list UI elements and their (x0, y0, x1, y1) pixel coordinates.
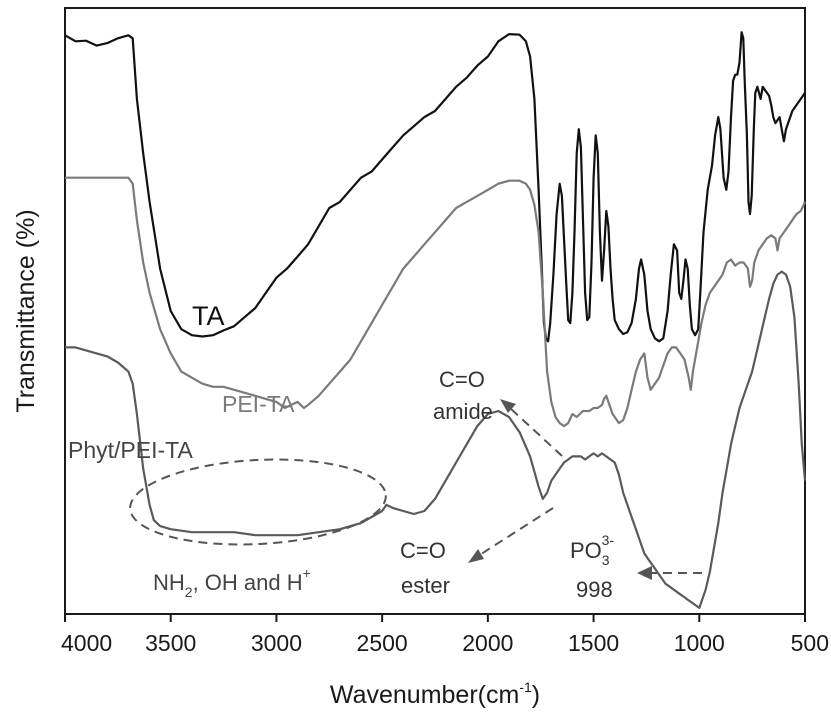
amide-arrow-head (500, 399, 516, 413)
x-axis-title: Wavenumber(cm-1) (330, 679, 540, 709)
nh-oh-region-ellipse (129, 458, 387, 546)
plot-frame (64, 7, 806, 615)
ester-arrow-line (477, 507, 554, 557)
nh-subscript: 2 (185, 584, 193, 600)
series-line-phyt-pei-ta (65, 270, 807, 609)
x-tick-label-4000: 4000 (61, 630, 112, 656)
x-tick-label-2500: 2500 (357, 630, 408, 656)
ester-label-line1: C=O (400, 538, 446, 563)
x-tick-label-1000: 1000 (674, 630, 725, 656)
series-line-pei-ta (65, 176, 806, 428)
x-axis-title-main: Wavenumber(cm (330, 681, 519, 709)
x-tick-label-3000: 3000 (251, 630, 302, 656)
x-axis-ticks: 4000 3500 3000 2500 2000 1500 1000 500 (61, 614, 829, 656)
ester-arrow-head (468, 549, 484, 563)
nh-main: NH (153, 570, 185, 595)
nh-oh-h-label: NH2, OH and H+ (153, 565, 311, 600)
amide-arrow-line (509, 407, 563, 457)
po-superscript: 3- (602, 532, 615, 548)
po-label: PO3 3- (570, 532, 614, 568)
y-axis-title: Transmittance (%) (12, 209, 40, 412)
x-tick-label-2000: 2000 (462, 630, 513, 656)
ester-label-line2: ester (401, 573, 450, 598)
series-line-ta (64, 31, 806, 343)
po-wavenumber-label: 998 (576, 577, 613, 602)
po-main: PO (570, 538, 602, 563)
phyt-pei-ta-label: Phyt/PEI-TA (68, 437, 193, 463)
x-tick-label-500: 500 (791, 630, 829, 656)
nh-rest: , OH and H (193, 570, 303, 595)
x-axis-title-tail: ) (532, 681, 540, 709)
annotation-arrowheads (468, 399, 652, 580)
annotation-guides (129, 407, 702, 574)
h-superscript: + (303, 565, 311, 581)
amide-label-line1: C=O (439, 367, 485, 392)
po-subscript: 3 (602, 552, 610, 568)
x-tick-label-1500: 1500 (568, 630, 619, 656)
ta-label: TA (192, 301, 225, 331)
pei-ta-label: PEI-TA (222, 391, 295, 417)
po-arrow-head (637, 566, 652, 580)
spectrum-curves (64, 31, 807, 609)
x-tick-label-3500: 3500 (145, 630, 196, 656)
x-axis-title-sup: -1 (519, 679, 532, 695)
amide-label-line2: amide (433, 399, 493, 424)
